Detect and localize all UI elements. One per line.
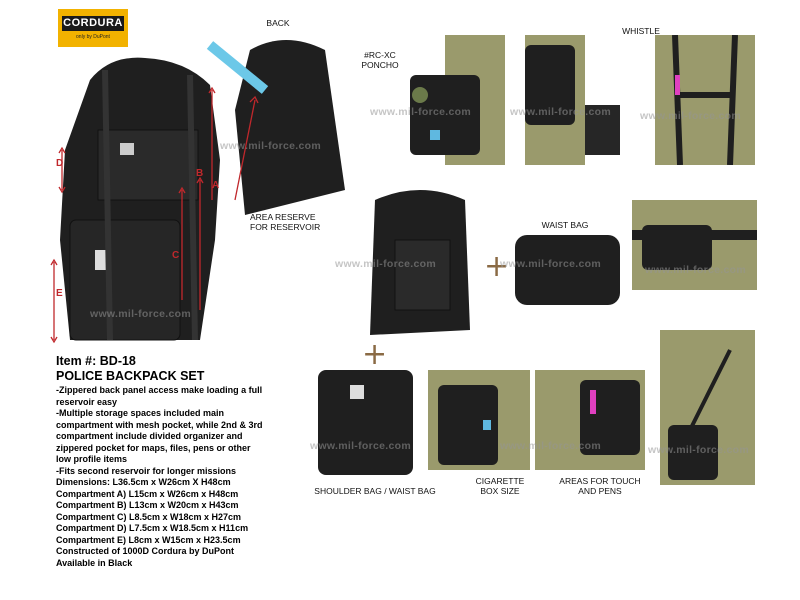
back-view-photo [205,30,365,220]
watermark-mid: www.mil-force.com [335,258,436,270]
label-whistle: WHISTLE [622,26,660,36]
compartment-letter-b: B [196,168,204,179]
label-rcxc-2: PONCHO [361,60,399,70]
backpack-front-photo [355,180,485,345]
soldier-shoulder-bag-photo [650,330,760,485]
feature-line: Compartment C) L8.5cm x W18cm x H27cm [56,511,242,522]
feature-line: Compartment A) L15cm x W26cm x H48cm [56,488,239,499]
watermark-main: www.mil-force.com [90,308,191,320]
label-waist-bag: WAIST BAG [541,220,589,230]
feature-line: reservoir easy [56,396,118,407]
feature-line: Compartment B) L13cm x W20cm x H43cm [56,500,239,510]
label-area-reserve-2: FOR RESERVOIR [250,222,321,232]
compartment-letter-c: C [172,250,180,261]
item-number: Item #: BD-18 [56,354,136,368]
feature-line: Dimensions: L36.5cm x W26cm X H48cm [56,477,231,487]
bag-pens-photo [535,370,645,470]
cordura-logo: CORDURA only by DuPont [58,9,128,47]
feature-line: compartment with mesh pocket, while 2nd … [56,419,263,430]
product-title: POLICE BACKPACK SET [56,369,205,383]
label-cigarette-1: CIGARETTE [475,476,525,486]
soldier-poncho-photo [395,35,515,165]
watermark-top-2: www.mil-force.com [510,106,611,118]
label-area-reserve-1: AREA RESERVE [250,212,316,222]
watermark-back: www.mil-force.com [220,140,321,152]
shoulder-bag-photo [308,365,423,480]
label-touch-1: AREAS FOR TOUCH [559,476,641,486]
soldier-whistle-photo [635,35,765,165]
plus-sign-1: + [484,249,510,284]
logo-brand: CORDURA [62,16,124,31]
bag-cigarette-photo [428,370,530,470]
feature-line: -Multiple storage spaces included main [56,408,225,418]
compartment-letter-a: A [212,180,220,191]
label-cigarette-2: BOX SIZE [480,486,520,496]
plus-sign-2: + [362,337,388,372]
feature-line: compartment include divided organizer an… [56,431,243,441]
feature-line: -Zippered back panel access make loading… [56,385,263,395]
feature-list: -Zippered back panel access make loading… [56,385,296,569]
label-shoulder-waist: SHOULDER BAG / WAIST BAG [314,486,436,496]
watermark-mid-2: www.mil-force.com [500,258,601,270]
watermark-top: www.mil-force.com [370,106,471,118]
feature-line: Compartment E) L8cm x W15cm x H23.5cm [56,534,241,545]
watermark-top-3: www.mil-force.com [640,110,741,122]
logo-tagline: only by DuPont [76,34,110,40]
waist-bag-worn-photo [632,200,757,290]
watermark-bottom-3: www.mil-force.com [648,444,749,456]
compartment-letter-e: E [56,288,63,299]
waist-bag-photo [505,225,635,315]
watermark-bottom: www.mil-force.com [310,440,411,452]
feature-line: low profile items [56,454,128,464]
soldier-back-photo [515,35,625,165]
watermark-mid-3: www.mil-force.com [645,264,746,276]
product-description: Item #: BD-18 POLICE BACKPACK SET -Zippe… [56,354,296,569]
label-rcxc-1: #RC-XC [364,50,396,60]
feature-line: Compartment D) L7.5cm x W18.5cm x H11cm [56,523,249,533]
label-touch-2: AND PENS [578,486,622,496]
feature-line: -Fits second reservoir for longer missio… [56,465,237,476]
feature-line: Available in Black [56,557,133,568]
feature-line: zippered pocket for maps, files, pens or… [56,442,251,453]
compartment-letter-d: D [56,158,64,169]
watermark-bottom-2: www.mil-force.com [500,440,601,452]
label-back: BACK [266,18,290,28]
main-backpack-photo [50,40,250,350]
feature-line: Constructed of 1000D Cordura by DuPont [56,546,235,556]
